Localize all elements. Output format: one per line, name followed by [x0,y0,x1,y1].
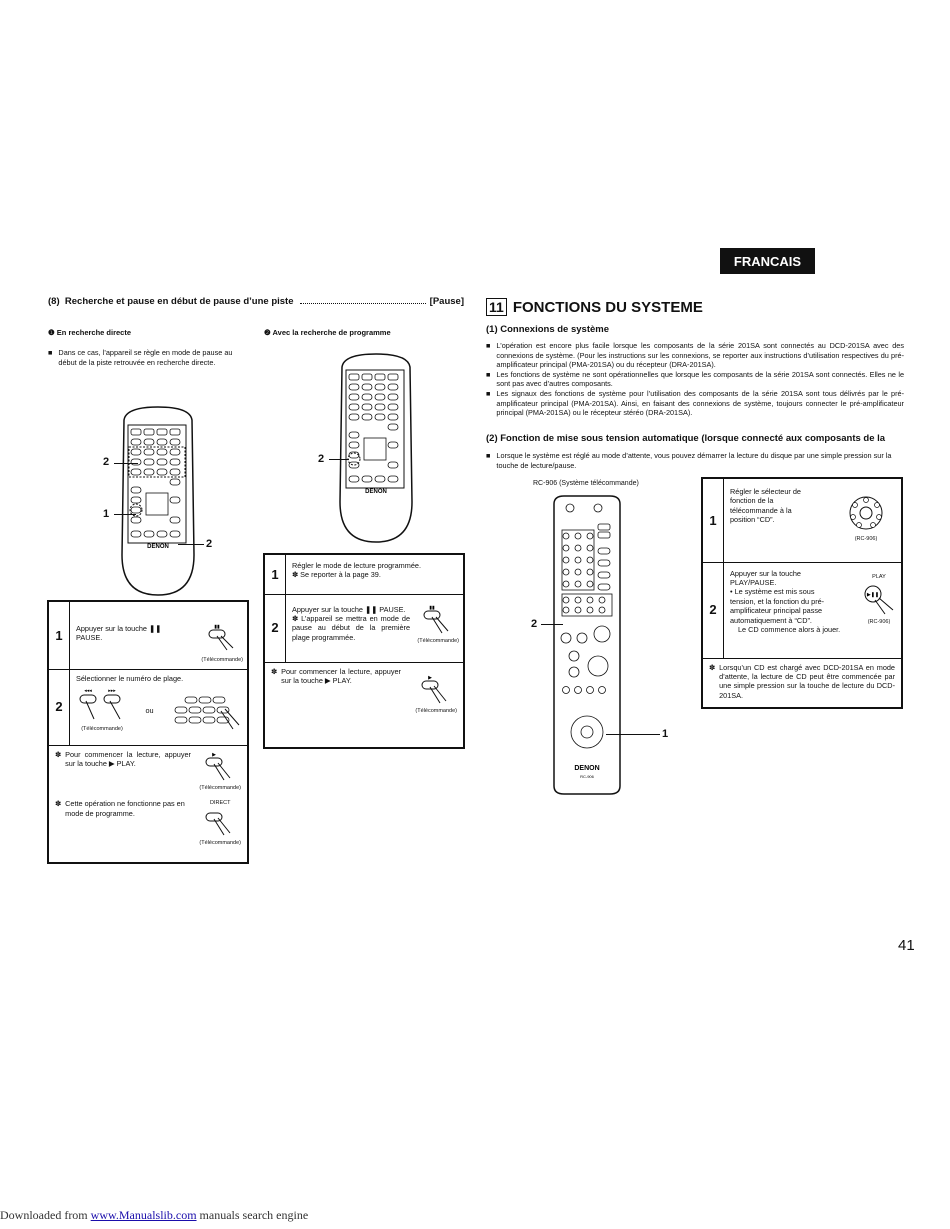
program-search-heading: ❷ Avec la recherche de programme [264,328,391,337]
remote-brand-1: DENON [147,544,169,550]
system-connections-list: ■L’opération est encore plus facile lors… [486,341,904,418]
section-8-tag: [Pause] [429,296,464,307]
rc-906-remote-illustration: DENON RC-906 [553,495,621,795]
auto-power-steps-table: 1 Régler le sélecteur de fonction de la … [701,477,903,709]
auto-power-list: ■Lorsque le système est réglé au mode d’… [486,451,892,470]
remote-brand-2: DENON [365,489,387,495]
language-tab: FRANCAIS [720,248,815,274]
direct-search-heading: ❶ En recherche directe [48,328,132,337]
rc906-callout-2: 2 [531,618,538,630]
callout-2: 2 [103,456,110,468]
play-key-hand-icon-2: ▶ [421,675,447,703]
page-number: 41 [898,937,915,954]
section-8-title: Recherche et pause en début de pause d’u… [64,296,294,307]
pause-key-hand-icon: ▮▮ [208,624,234,651]
step-2-number: 2 [47,668,70,746]
section-11-heading: 11 FONCTIONS DU SYSTEME [486,298,703,316]
direct-key-hand-icon [205,812,231,835]
svg-text:▶: ▶ [428,675,432,681]
auto-power-heading: (2) Fonction de mise sous tension automa… [486,433,886,444]
or-label: ou [145,706,154,716]
remote-control-illustration-1: DENON [121,406,195,596]
remote-caption: RC-906 (Système télécommande) [533,480,639,487]
rc906-model: RC-906 [580,774,595,779]
direct-search-steps-table: 1 Appuyer sur la touche ❚❚ PAUSE. ▮▮ (Té… [47,600,249,864]
step-2-text: Sélectionner le numéro de plage. [76,673,184,683]
remote-control-illustration-2: DENON [339,353,413,543]
svg-text:▶❚❚: ▶❚❚ [867,592,879,598]
callout-2c: 2 [318,453,325,465]
direct-search-text: ■Dans ce cas, l’appareil se règle en mod… [48,348,233,367]
program-mode-note: ✽Cette opération ne fonctionne pas en mo… [55,799,185,818]
skip-keys-hand-icon: ◂◂◂ ▸▸▸ [79,688,121,720]
svg-text:▮▮: ▮▮ [429,605,435,611]
number-keys-hand-icon [174,696,240,730]
play-note: ✽Pour commencer la lecture, appuyer sur … [55,749,191,768]
step-1-text: Appuyer sur la touche ❚❚ PAUSE. [76,624,162,643]
section-8-heading: (8) Recherche et pause en début de pause… [48,296,464,307]
step-1-number: 1 [47,600,70,670]
section-8-number: (8) [48,296,60,307]
svg-text:▮▮: ▮▮ [214,624,220,630]
callout-2b: 2 [206,538,213,550]
play-key-hand-icon: ▶ [205,752,231,780]
callout-1: 1 [103,508,110,520]
program-search-steps-table: 1 Régler le mode de lecture programmée. … [263,553,465,749]
system-connections-heading: (1) Connexions de système [486,324,610,335]
svg-text:▸▸▸: ▸▸▸ [108,688,116,694]
manualslib-link[interactable]: www.Manualslib.com [90,1208,197,1222]
function-selector-icon [849,496,883,530]
download-footer: Downloaded from www.Manualslib.com manua… [0,1208,309,1222]
rc906-callout-1: 1 [662,728,669,740]
svg-text:▶: ▶ [212,752,216,758]
pause-key-hand-icon-2: ▮▮ [423,605,449,633]
rc906-brand: DENON [574,765,599,772]
play-pause-key-hand-icon: ▶❚❚ [864,585,894,615]
svg-text:◂◂◂: ◂◂◂ [84,688,92,694]
